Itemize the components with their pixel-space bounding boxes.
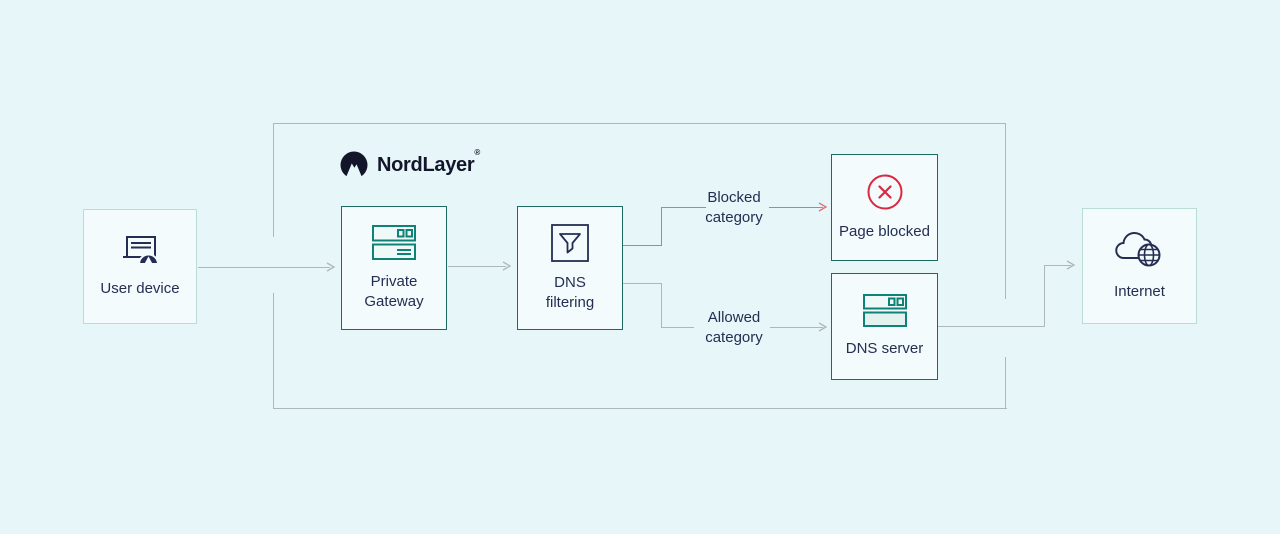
edge-blocked <box>623 245 662 246</box>
node-private-gateway: Private Gateway <box>341 206 447 330</box>
node-dns-server: DNS server <box>831 273 938 380</box>
device-icon <box>119 234 161 268</box>
node-label: Internet <box>1114 282 1165 300</box>
boundary-right-upper <box>1005 123 1006 299</box>
node-label: DNS filtering <box>545 273 595 311</box>
node-user-device: User device <box>83 209 197 324</box>
arrowhead-icon <box>1064 259 1076 271</box>
blocked-x-icon <box>866 173 904 211</box>
edge-blocked <box>661 207 706 208</box>
node-internet: Internet <box>1082 208 1197 324</box>
node-page-blocked: Page blocked <box>831 154 938 261</box>
arrowhead-icon <box>324 261 336 273</box>
boundary-bottom <box>273 408 1007 409</box>
edge-userdevice-gateway <box>198 267 330 268</box>
arrowhead-icon <box>500 260 512 272</box>
nordlayer-logo: NordLayer® <box>339 147 480 180</box>
edge-dnsserver-internet <box>1044 265 1045 327</box>
nordlayer-wordmark: NordLayer® <box>377 147 480 176</box>
nordlayer-mark-icon <box>339 150 369 180</box>
edge-dnsserver-internet <box>938 326 1045 327</box>
arrowhead-icon <box>816 201 828 213</box>
cloud-globe-icon <box>1113 231 1167 271</box>
arrowhead-icon <box>816 321 828 333</box>
edge-blocked <box>661 207 662 246</box>
node-dns-filtering: DNS filtering <box>517 206 623 330</box>
boundary-top <box>273 123 1006 124</box>
boundary-right-lower <box>1005 357 1006 409</box>
filter-icon <box>551 223 589 262</box>
edge-allowed <box>623 283 662 284</box>
edge-allowed <box>661 283 662 327</box>
edge-label-allowed-category: Allowed category <box>705 309 763 346</box>
edge-allowed <box>661 327 694 328</box>
node-label: User device <box>100 280 180 297</box>
node-label: Private Gateway <box>364 272 424 310</box>
server-icon <box>862 294 907 328</box>
edge-dnsserver-internet <box>1044 265 1071 266</box>
edge-gateway-dnsfiltering <box>448 266 506 267</box>
edge-label-blocked-category: Blocked category <box>705 189 763 226</box>
trademark: ® <box>474 147 480 157</box>
edge-allowed <box>770 327 823 328</box>
boundary-left-upper <box>273 123 274 237</box>
server-icon <box>372 224 416 261</box>
node-label: Page blocked <box>839 223 930 240</box>
boundary-left-lower <box>273 293 274 409</box>
edge-blocked <box>769 207 823 208</box>
node-label: DNS server <box>845 340 924 357</box>
